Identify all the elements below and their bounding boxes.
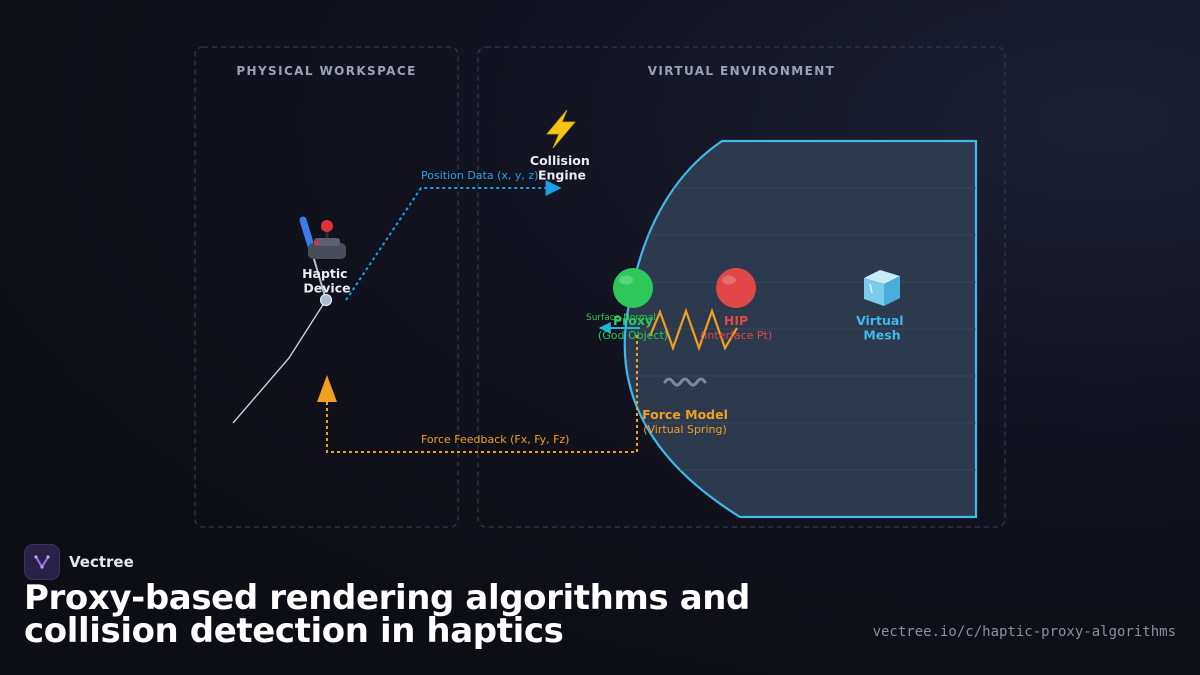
wavy-line-icon: [663, 377, 707, 387]
page-title: Proxy-based rendering algorithms and col…: [24, 578, 750, 651]
green-circle-icon: [613, 268, 653, 308]
virtual-spring: [648, 307, 738, 352]
haptic-device-label: Haptic Device: [302, 266, 352, 296]
red-circle-icon: [716, 268, 756, 308]
force-feedback-arrowhead: [317, 375, 337, 402]
physical-workspace-panel: [194, 46, 459, 528]
position-data-edge: [345, 180, 562, 301]
position-data-label: Position Data (x, y, z): [421, 169, 538, 182]
virtual-environment-title: VIRTUAL ENVIRONMENT: [648, 64, 836, 78]
force-feedback-edge: [326, 335, 638, 453]
brand: Vectree: [24, 544, 134, 580]
force-model-sublabel: (Virtual Spring): [643, 423, 727, 436]
proxy-sublabel: (God Object): [598, 329, 668, 342]
surface-normal-label: Surface Normal: [586, 313, 656, 323]
virtual-environment-panel: [477, 46, 1006, 528]
joystick-icon: [308, 220, 346, 259]
proxy-label: Proxy: [613, 313, 653, 328]
ice-cube-icon: [864, 270, 900, 306]
brand-name: Vectree: [69, 553, 134, 571]
collision-engine-label: Collision Engine: [530, 153, 594, 183]
source-url: vectree.io/c/haptic-proxy-algorithms: [872, 624, 1176, 640]
hip-sublabel: (Interface Pt): [700, 329, 772, 342]
lightning-icon: [546, 109, 576, 149]
physical-workspace-title: PHYSICAL WORKSPACE: [236, 64, 416, 78]
virtual-mesh-label: Virtual Mesh: [856, 313, 908, 343]
hip-label: HIP: [724, 313, 748, 328]
force-model-label: Force Model: [642, 407, 728, 422]
vectree-logo-icon: [24, 544, 60, 580]
force-feedback-label: Force Feedback (Fx, Fy, Fz): [421, 433, 569, 446]
